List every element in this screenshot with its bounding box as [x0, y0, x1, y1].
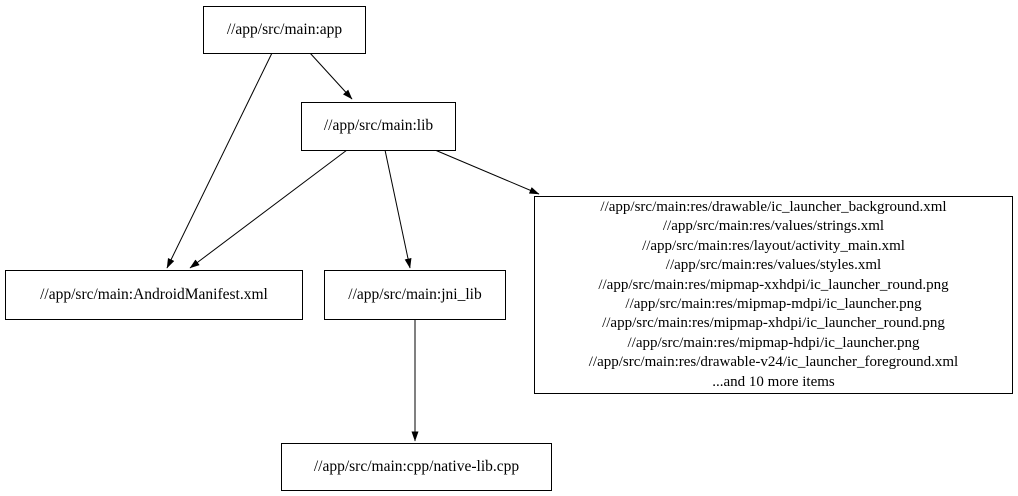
edge-app-to-lib — [309, 52, 353, 100]
resource-line: //app/src/main:res/mipmap-xhdpi/ic_launc… — [602, 315, 945, 332]
node-app: //app/src/main:app — [203, 6, 366, 54]
node-lib: //app/src/main:lib — [301, 102, 456, 151]
node-native-lib: //app/src/main:cpp/native-lib.cpp — [281, 443, 552, 491]
edge-lib-to-jni-lib — [384, 149, 412, 269]
resource-line: //app/src/main:res/values/strings.xml — [662, 218, 885, 235]
edge-lib-to-resources — [434, 149, 540, 195]
resource-line: //app/src/main:res/drawable/ic_launcher_… — [600, 198, 947, 215]
resource-line: //app/src/main:res/values/styles.xml — [665, 257, 882, 274]
node-android-manifest-label: //app/src/main:AndroidManifest.xml — [40, 285, 268, 303]
resource-line: //app/src/main:res/mipmap-hdpi/ic_launch… — [627, 334, 920, 351]
node-jni-lib-label: //app/src/main:jni_lib — [348, 285, 482, 303]
resource-line: //app/src/main:res/drawable-v24/ic_launc… — [588, 354, 959, 371]
node-jni-lib: //app/src/main:jni_lib — [324, 270, 506, 320]
node-android-manifest: //app/src/main:AndroidManifest.xml — [5, 270, 303, 320]
resource-line: ...and 10 more items — [712, 373, 835, 390]
node-app-label: //app/src/main:app — [226, 20, 343, 38]
edge-lib-to-manifest — [189, 149, 348, 269]
resource-line: //app/src/main:res/mipmap-mdpi/ic_launch… — [625, 296, 922, 312]
resource-line: //app/src/main:res/mipmap-xxhdpi/ic_laun… — [598, 276, 949, 293]
node-native-lib-label: //app/src/main:cpp/native-lib.cpp — [313, 457, 520, 475]
node-lib-label: //app/src/main:lib — [323, 117, 434, 135]
edge-app-to-manifest — [166, 52, 273, 269]
resource-line: //app/src/main:res/layout/activity_main.… — [642, 237, 905, 254]
node-resources: //app/src/main:res/drawable/ic_launcher_… — [534, 196, 1013, 394]
